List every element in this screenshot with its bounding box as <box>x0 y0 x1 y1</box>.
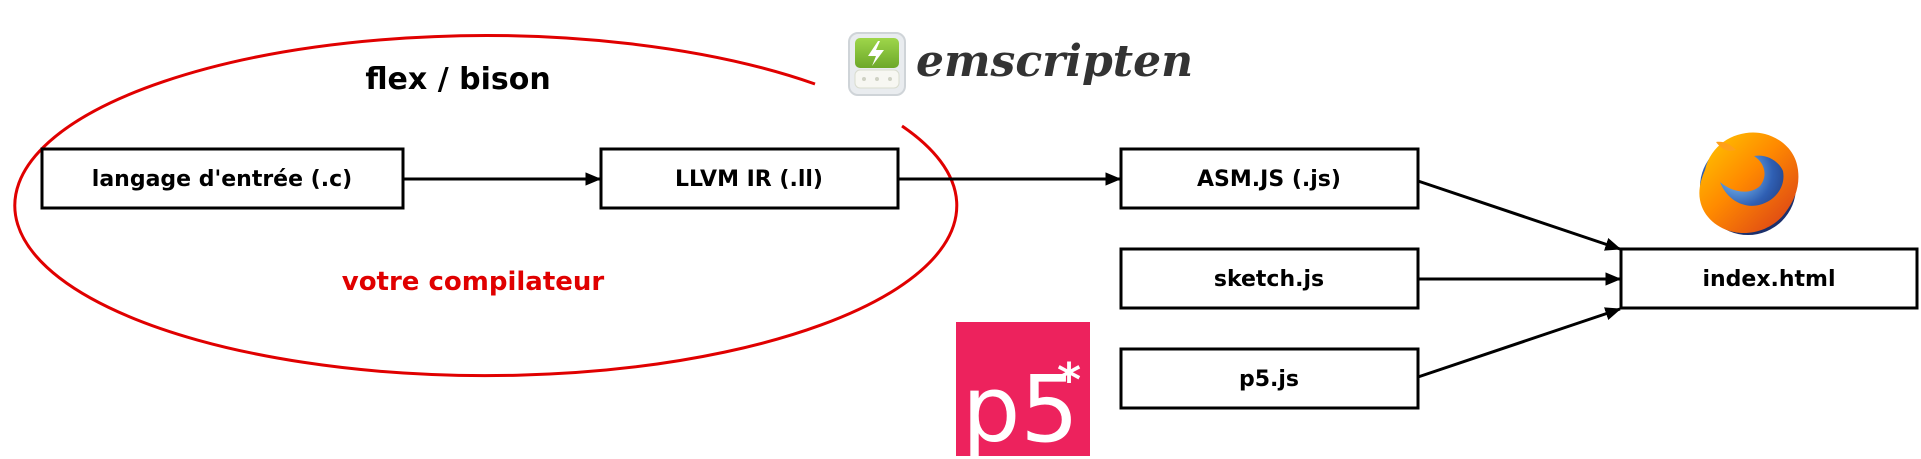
compiler-scope-ellipse <box>13 34 959 378</box>
node-p5: p5.js <box>1119 347 1420 410</box>
emscripten-logo: emscripten <box>848 32 1193 96</box>
node-llvm-ir-label: LLVM IR (.ll) <box>675 167 823 192</box>
compiler-label: votre compilateur <box>342 267 605 297</box>
arrow-asmjs-to-index <box>1417 179 1622 251</box>
p5-logo-mark: * <box>1057 353 1081 407</box>
node-asmjs-label: ASM.JS (.js) <box>1197 167 1341 192</box>
p5-logo-text: p5 <box>962 356 1079 459</box>
node-sketch: sketch.js <box>1119 247 1420 310</box>
node-p5-label: p5.js <box>1239 367 1299 392</box>
arrow-p5-to-index <box>1417 307 1622 379</box>
emscripten-logo-text: emscripten <box>916 36 1193 87</box>
firefox-logo-icon <box>1699 132 1799 235</box>
diagram-title: flex / bison <box>365 62 550 97</box>
node-llvm-ir: LLVM IR (.ll) <box>599 147 900 210</box>
p5-logo: p5 * <box>956 322 1090 459</box>
node-input-language: langage d'entrée (.c) <box>40 147 405 210</box>
node-index-html-label: index.html <box>1702 267 1835 292</box>
node-input-language-label: langage d'entrée (.c) <box>92 167 352 192</box>
node-sketch-label: sketch.js <box>1214 267 1324 292</box>
node-asmjs: ASM.JS (.js) <box>1119 147 1420 210</box>
emscripten-logo-icon <box>848 32 906 96</box>
node-index-html: index.html <box>1619 247 1919 310</box>
